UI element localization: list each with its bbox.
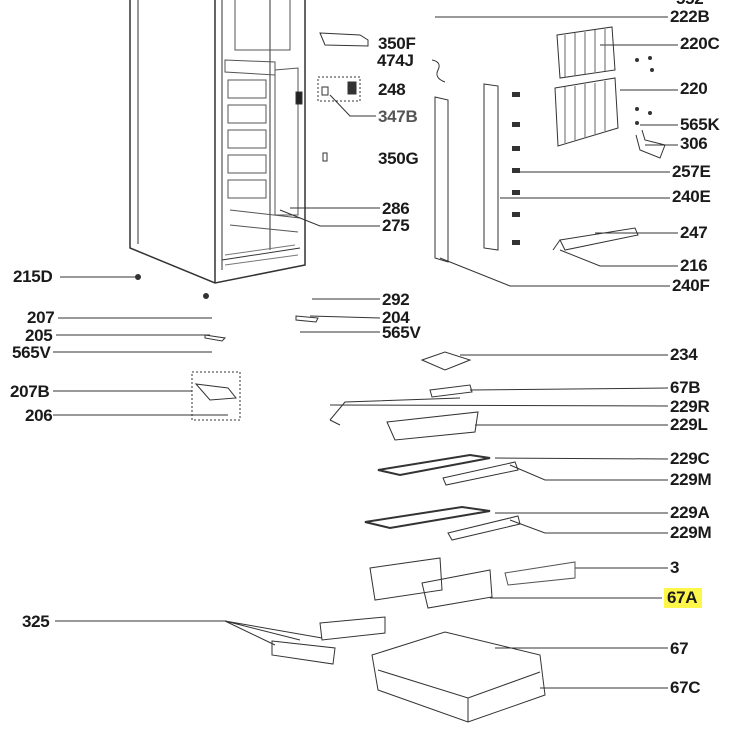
part-label-229L: 229L xyxy=(670,415,708,434)
part-label-240E: 240E xyxy=(672,187,711,206)
part-label-565V-left: 565V xyxy=(12,343,51,362)
part-label-350F: 350F xyxy=(378,34,416,53)
part-label-234: 234 xyxy=(670,345,698,364)
part-label-229C: 229C xyxy=(670,449,710,468)
part-label-205: 205 xyxy=(25,326,53,345)
part-label-207B: 207B xyxy=(10,382,50,401)
part-label-257E: 257E xyxy=(672,162,711,181)
part-label-292: 292 xyxy=(382,290,410,309)
part-label-229M-upper: 229M xyxy=(670,470,712,489)
part-label-67C: 67C xyxy=(670,678,701,697)
part-label-3: 3 xyxy=(670,558,680,577)
parts xyxy=(135,26,666,723)
part-label-240F: 240F xyxy=(672,276,710,295)
part-label-67A-highlighted: 67A xyxy=(664,588,703,608)
part-label-215D: 215D xyxy=(13,267,53,286)
part-label-350G: 350G xyxy=(378,149,419,168)
part-label-207: 207 xyxy=(27,308,55,327)
part-label-229A: 229A xyxy=(670,503,710,522)
part-label-204: 204 xyxy=(382,308,410,327)
part-label-67B: 67B xyxy=(670,378,701,397)
part-label-67: 67 xyxy=(670,639,689,658)
leader-lines xyxy=(53,16,678,689)
part-label-552: 552 xyxy=(676,0,704,8)
part-label-286: 286 xyxy=(382,199,410,218)
part-label-216: 216 xyxy=(680,256,708,275)
part-label-247: 247 xyxy=(680,223,708,242)
part-label-248: 248 xyxy=(378,80,406,99)
part-label-222B: 222B xyxy=(670,7,710,26)
part-label-347B: 347B xyxy=(378,107,418,126)
cabinet-drawing xyxy=(129,0,306,284)
part-label-229R: 229R xyxy=(670,397,710,416)
part-label-275: 275 xyxy=(382,216,410,235)
part-label-325: 325 xyxy=(22,612,50,631)
part-label-306: 306 xyxy=(680,134,708,153)
part-label-220: 220 xyxy=(680,79,708,98)
part-label-206: 206 xyxy=(25,406,53,425)
part-label-565V-right: 565V xyxy=(382,323,421,342)
part-label-220C: 220C xyxy=(680,34,720,53)
part-label-229M-lower: 229M xyxy=(670,523,712,542)
part-label-565K: 565K xyxy=(680,115,720,134)
part-label-474J: 474J xyxy=(377,51,414,70)
